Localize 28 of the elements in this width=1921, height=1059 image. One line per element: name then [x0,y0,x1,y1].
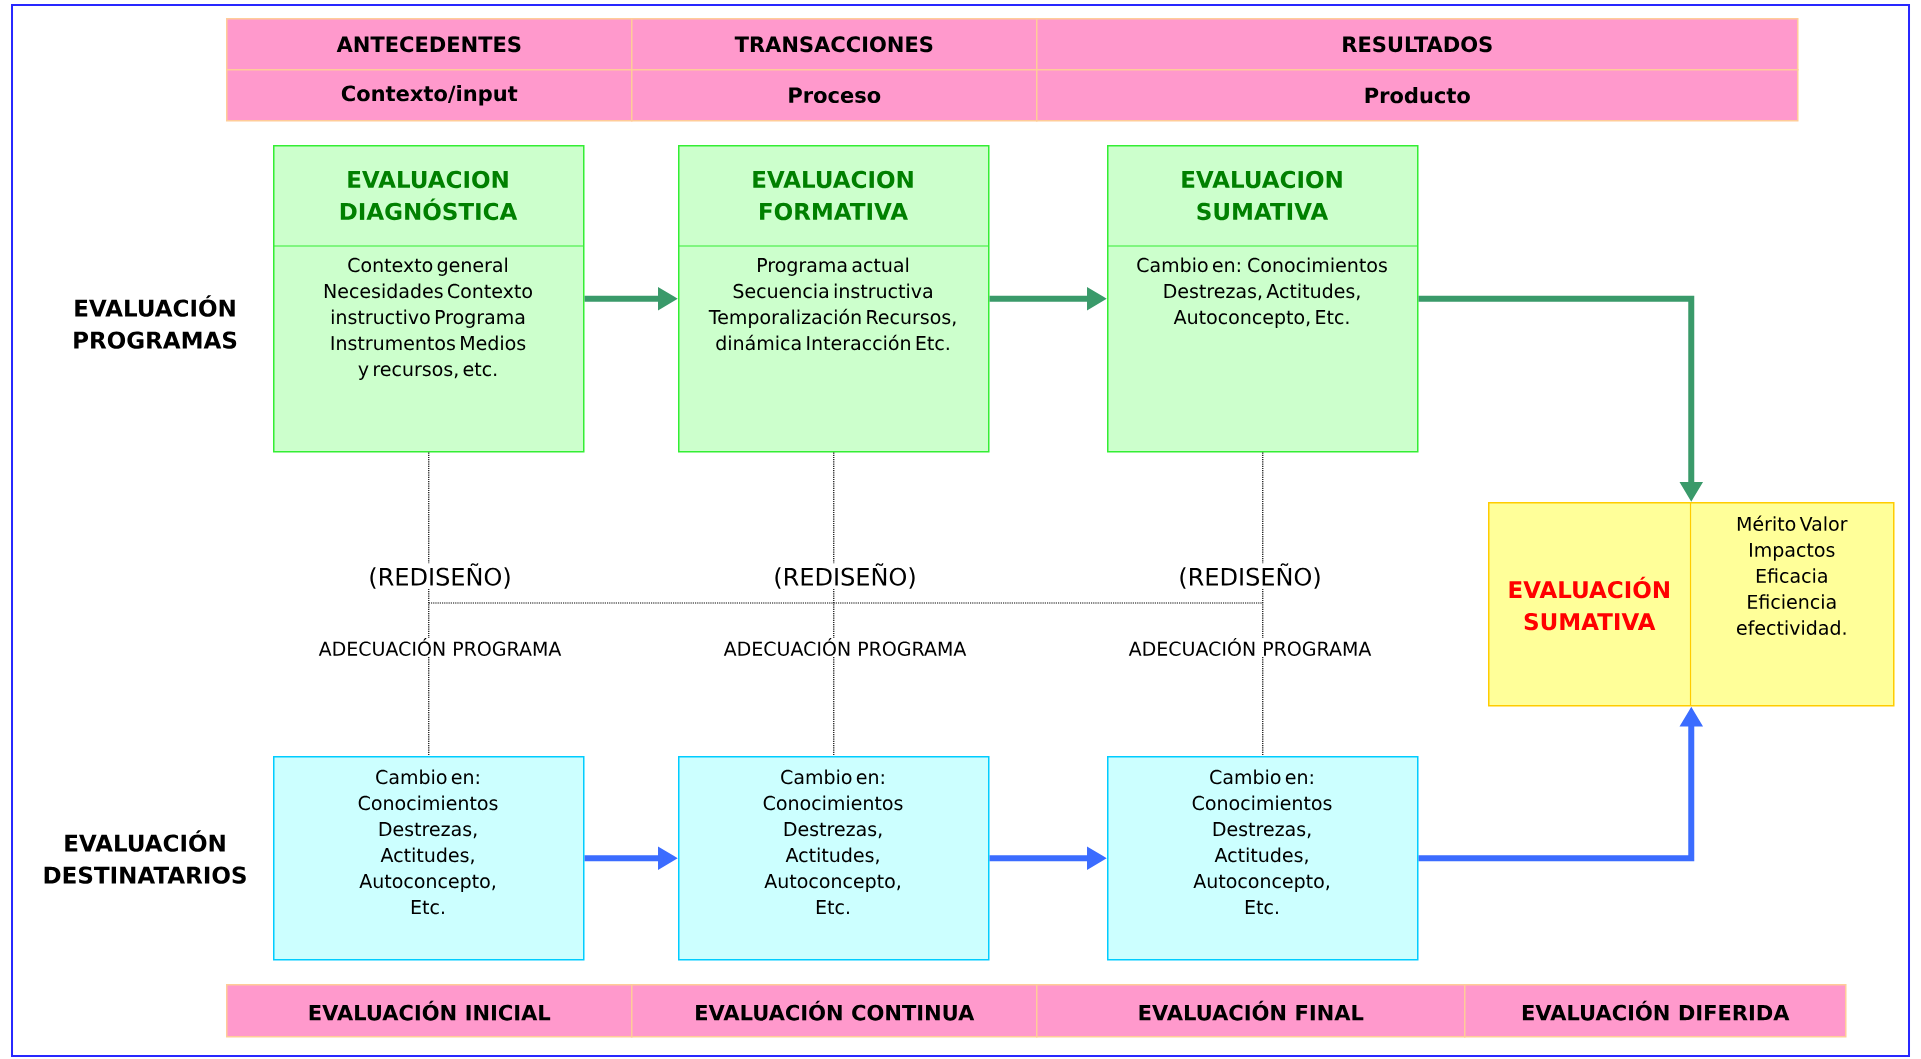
process-box: EVALUACION DIAGNÓSTICA Contexto general Necesidades Contexto instructivo Programa Instrumentos Medios y recursos, etc. [272,145,585,453]
dotted-line [833,451,835,757]
process-box: Cambio en: Conocimientos Destrezas, Actitudes, Autoconcepto, Etc. [678,756,990,961]
table-cell: ANTECEDENTES [226,18,633,71]
table-cell: RESULTADOS [1036,18,1799,71]
row-label: EVALUACIÓN DESTINATARIOS [44,830,246,884]
table-cell: Producto [1036,69,1799,122]
table-cell: TRANSACCIONES [631,18,1038,71]
annotation-label: (REDISEÑO) [773,563,917,589]
annotation-label: ADECUACIÓN PROGRAMA [318,638,562,656]
process-box: EVALUACION SUMATIVA Cambio en: Conocimientos Destrezas, Actitudes, Autoconcepto, Etc. [1106,145,1419,453]
result-box: EVALUACIÓN SUMATIVA Mérito Valor Impactos Eficacia Eficiencia efectividad. [1488,501,1895,707]
table-cell: EVALUACIÓN FINAL [1036,984,1466,1038]
table-cell: EVALUACIÓN CONTINUA [631,984,1038,1038]
table-cell: Contexto/input [226,69,633,122]
annotation-label: ADECUACIÓN PROGRAMA [1128,638,1372,656]
process-box: Cambio en: Conocimientos Destrezas, Actitudes, Autoconcepto, Etc. [273,756,585,961]
row-label: EVALUACIÓN PROGRAMAS [74,295,237,349]
dotted-line [1262,451,1264,757]
table-cell: Proceso [631,69,1038,122]
table-cell: EVALUACIÓN DIFERIDA [1464,984,1847,1038]
annotation-label: (REDISEÑO) [1178,563,1322,589]
annotation-label: ADECUACIÓN PROGRAMA [723,638,967,656]
dotted-line [428,451,430,757]
process-box: EVALUACION FORMATIVA Programa actual Secuencia instructiva Temporalización Recursos, dinámica Interacción Etc. [677,145,990,453]
process-box: Cambio en: Conocimientos Destrezas, Actitudes, Autoconcepto, Etc. [1107,756,1419,961]
annotation-label: (REDISEÑO) [368,563,512,589]
table-cell: EVALUACIÓN INICIAL [226,984,633,1038]
